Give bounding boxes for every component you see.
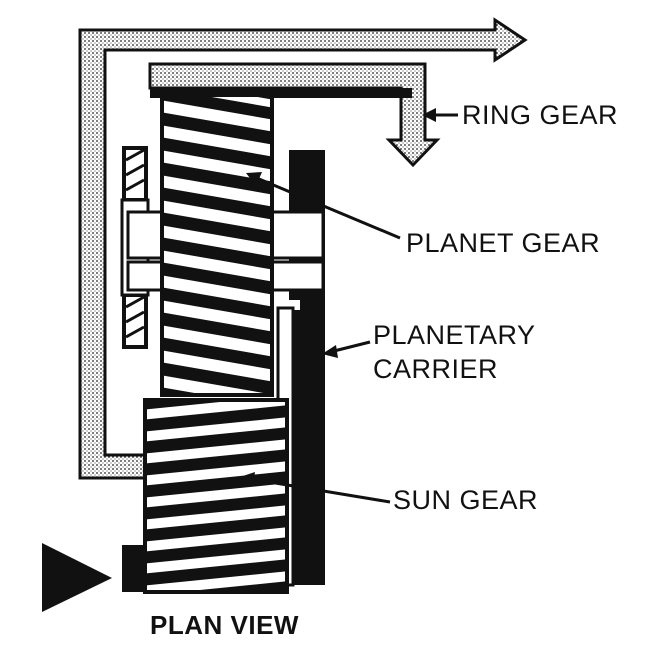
plan-view-caption: PLAN VIEW <box>150 610 299 640</box>
planet-gear <box>160 93 274 397</box>
output-flow-arrow <box>78 17 528 480</box>
sun-gear <box>122 398 289 594</box>
ring-gear-flow-arrow <box>148 62 441 168</box>
planetary-carrier-label-line2: CARRIER <box>373 354 499 384</box>
plan-view-marker <box>42 543 112 612</box>
sun-gear-leader <box>244 476 391 504</box>
leader-lines <box>240 108 458 504</box>
planetary-carrier-label-line1: PLANETARY <box>373 320 536 350</box>
planet-gear-label: PLANET GEAR <box>406 228 601 258</box>
planet-gear-leader <box>251 174 401 240</box>
ring-gear-label: RING GEAR <box>462 100 619 130</box>
sun-gear-label: SUN GEAR <box>393 485 539 515</box>
